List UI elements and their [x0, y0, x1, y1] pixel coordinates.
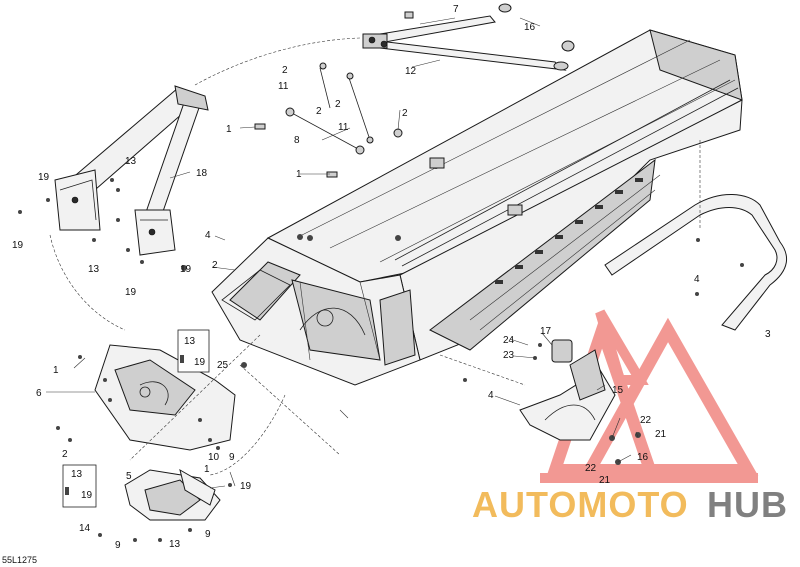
callout-25: 25	[217, 360, 229, 371]
callout-2: 2	[212, 260, 218, 271]
callout-12: 12	[405, 66, 417, 77]
callout-11: 11	[278, 81, 289, 92]
callout-19: 19	[125, 287, 137, 298]
callout-19: 19	[240, 481, 252, 492]
inset-box-lower	[62, 464, 97, 508]
callout-2: 2	[402, 108, 408, 119]
callout-23: 23	[503, 350, 515, 361]
callout-1: 1	[53, 365, 59, 376]
callout-19: 19	[12, 240, 24, 251]
callout-17: 17	[540, 326, 552, 337]
callout-5: 5	[126, 471, 132, 482]
callout-2: 2	[335, 99, 341, 110]
callout-19: 19	[194, 357, 206, 368]
callout-2: 2	[62, 449, 68, 460]
upper-column-support	[362, 3, 575, 71]
callout-9: 9	[205, 529, 211, 540]
callout-22: 22	[585, 463, 597, 474]
callout-9: 9	[115, 540, 121, 551]
watermark-word-a: AUTOMOTO	[472, 484, 689, 525]
callout-6: 6	[36, 388, 42, 399]
callout-11: 11	[338, 122, 349, 133]
callout-24: 24	[503, 335, 515, 346]
front-tower	[18, 85, 209, 271]
callout-1: 1	[204, 464, 210, 475]
callout-7: 7	[453, 4, 459, 15]
rear-bracket	[463, 339, 641, 465]
callout-labels: 1 1 1 1 2 2 2 2 2 2 3 4 4 4 5 6 7 8 9 9 …	[12, 4, 771, 551]
inset-fasteners	[65, 355, 184, 495]
callout-4: 4	[488, 390, 494, 401]
callout-4: 4	[694, 274, 700, 285]
lower-bracket	[98, 468, 232, 542]
callout-13: 13	[71, 469, 83, 480]
callout-15: 15	[612, 385, 624, 396]
callout-16: 16	[637, 452, 649, 463]
watermark-text: AUTOMOTO HUB	[472, 484, 788, 525]
callout-13: 13	[169, 539, 181, 550]
callout-3: 3	[765, 329, 771, 340]
tunnel-assembly	[211, 29, 743, 386]
callout-19: 19	[180, 264, 192, 275]
callout-21: 21	[599, 475, 611, 486]
callout-21: 21	[655, 429, 667, 440]
callout-1: 1	[296, 169, 302, 180]
callout-18: 18	[196, 168, 208, 179]
diagram-code: 55L1275	[2, 555, 37, 565]
front-bracket	[56, 344, 247, 451]
callout-14: 14	[79, 523, 91, 534]
callout-9: 9	[229, 452, 235, 463]
callout-1: 1	[226, 124, 232, 135]
callout-13: 13	[184, 336, 196, 347]
callout-19: 19	[38, 172, 50, 183]
rear-skid-bar	[604, 194, 788, 331]
callout-13: 13	[125, 156, 137, 167]
steering-rods	[254, 11, 414, 178]
callout-13: 13	[88, 264, 100, 275]
callout-19: 19	[81, 490, 93, 501]
callout-2: 2	[316, 106, 322, 117]
callout-2: 2	[282, 65, 288, 76]
watermark-word-b: HUB	[707, 484, 788, 525]
callout-8: 8	[294, 135, 300, 146]
callout-10: 10	[208, 452, 220, 463]
callout-16: 16	[524, 22, 536, 33]
callout-4: 4	[205, 230, 211, 241]
callout-22: 22	[640, 415, 652, 426]
leader-lines	[46, 17, 701, 489]
inset-box-upper	[177, 329, 210, 373]
